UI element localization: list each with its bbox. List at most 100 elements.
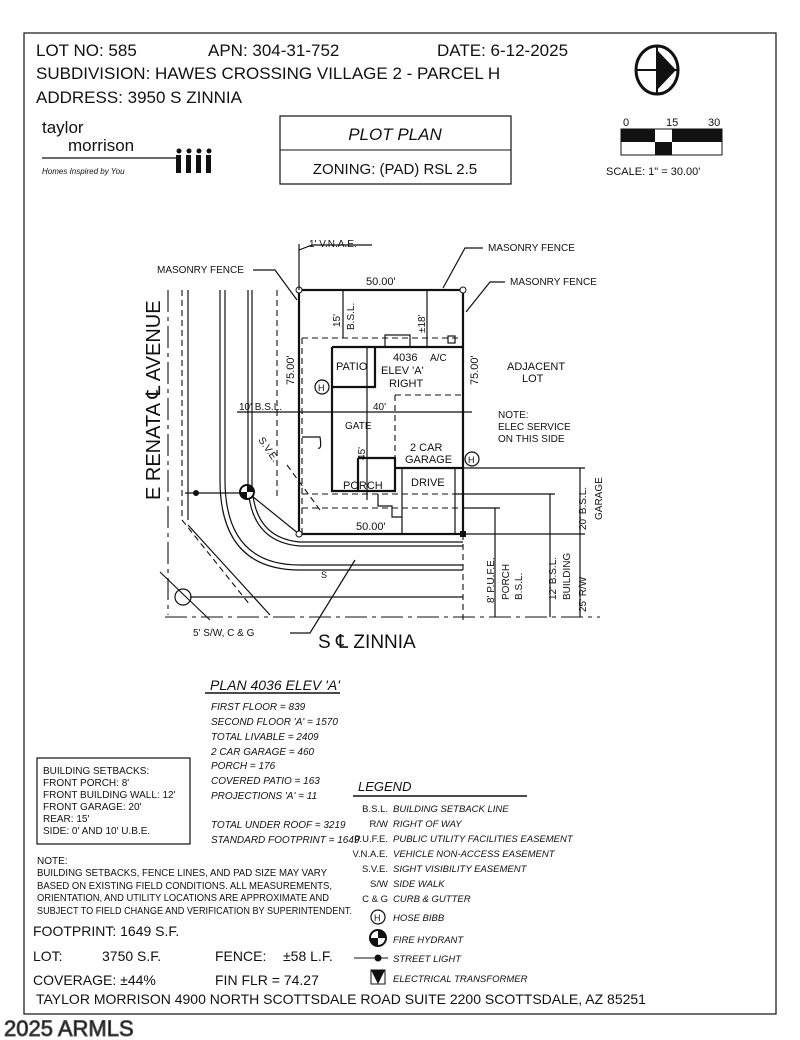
svg-text:FENCE:: FENCE: <box>215 948 266 964</box>
svg-text:BUILDING SETBACKS, FENCE LINES: BUILDING SETBACKS, FENCE LINES, AND PAD … <box>37 868 327 879</box>
scale-label: SCALE: 1" = 30.00' <box>606 166 700 178</box>
svg-text:LOT: LOT <box>522 373 544 385</box>
drive-label: DRIVE <box>411 477 445 489</box>
lot-number: LOT NO: 585 <box>36 41 137 60</box>
svg-text:BUILDING SETBACK LINE: BUILDING SETBACK LINE <box>393 804 509 815</box>
svg-text:FRONT GARAGE: 20': FRONT GARAGE: 20' <box>43 802 142 813</box>
svg-text:morrison: morrison <box>68 136 134 155</box>
svg-text:20' B.S.L.: 20' B.S.L. <box>578 487 589 530</box>
svg-text:GARAGE: GARAGE <box>405 454 452 466</box>
north-arrow-icon <box>634 44 680 96</box>
hose-bibb-icon <box>370 909 386 925</box>
taylor-morrison-logo: taylor morrison Homes Inspired by You <box>42 118 212 176</box>
svg-text:ELECTRICAL TRANSFORMER: ELECTRICAL TRANSFORMER <box>393 974 528 985</box>
svg-text:PROJECTIONS 'A' = 11: PROJECTIONS 'A' = 11 <box>211 791 317 802</box>
footprint-stat: FOOTPRINT: 1649 S.F. <box>33 923 179 939</box>
zoning: ZONING: (PAD) RSL 2.5 <box>313 161 477 178</box>
svg-text:12' B.S.L.: 12' B.S.L. <box>548 557 559 600</box>
lot-width-bottom: 50.00' <box>356 521 386 533</box>
hose-bibb-icon <box>464 451 480 467</box>
sidewalk-label: 5' S/W, C & G <box>193 628 255 639</box>
svg-text:TOTAL LIVABLE = 2409: TOTAL LIVABLE = 2409 <box>211 732 319 743</box>
svg-text:A/C: A/C <box>430 353 447 364</box>
svg-text:V.N.A.E.: V.N.A.E. <box>352 849 388 860</box>
legend-title: LEGEND <box>358 779 411 794</box>
svg-text:8' P.U.F.E.: 8' P.U.F.E. <box>486 557 497 603</box>
apn: APN: 304-31-752 <box>208 41 339 60</box>
svg-text:GARAGE: GARAGE <box>594 477 605 520</box>
svg-text:15: 15 <box>666 117 678 129</box>
svg-text:FRONT BUILDING WALL: 12': FRONT BUILDING WALL: 12' <box>43 790 176 801</box>
lot-area: 3750 S.F. <box>102 948 161 964</box>
coverage: COVERAGE: ±44% <box>33 972 156 988</box>
setbacks-box <box>36 757 191 845</box>
svg-text:4036: 4036 <box>393 352 417 364</box>
hose-bibb-icon <box>314 379 330 395</box>
svg-text:CURB & GUTTER: CURB & GUTTER <box>393 894 471 905</box>
svg-text:0: 0 <box>623 117 629 129</box>
street-light-pole-icon <box>174 588 192 606</box>
svg-text:H: H <box>468 455 475 465</box>
svg-text:B.S.L.: B.S.L. <box>514 573 525 600</box>
svg-text:25' R/W: 25' R/W <box>578 576 589 612</box>
svg-text:S.V.E.: S.V.E. <box>362 864 388 875</box>
svg-text:SUBJECT TO FIELD CHANGE AND VE: SUBJECT TO FIELD CHANGE AND VERIFICATION… <box>37 906 352 917</box>
date: DATE: 6-12-2025 <box>437 41 568 60</box>
rear-dimension: ±18' <box>417 314 428 333</box>
masonry-fence-top-label: MASONRY FENCE <box>488 243 575 254</box>
plan-areas-list: FIRST FLOOR = 839 SECOND FLOOR 'A' = 157… <box>210 702 360 846</box>
svg-text:COVERED PATIO = 163: COVERED PATIO = 163 <box>211 776 320 787</box>
svg-text:R/W: R/W <box>370 819 389 830</box>
plot-plan-title: PLOT PLAN <box>348 125 442 144</box>
plan-areas-title: PLAN 4036 ELEV 'A' <box>210 677 341 693</box>
page-border <box>23 32 777 1015</box>
svg-text:SECOND FLOOR 'A' = 1570: SECOND FLOOR 'A' = 1570 <box>211 717 338 728</box>
street-light-icon <box>193 490 199 496</box>
lot-depth-right: 75.00' <box>469 355 481 385</box>
setbacks-list: BUILDING SETBACKS:FRONT PORCH: 8' FRONT … <box>43 766 176 837</box>
svg-text:FRONT PORCH: 8': FRONT PORCH: 8' <box>43 778 129 789</box>
svg-text:S/W: S/W <box>370 879 388 890</box>
svg-text:H: H <box>374 913 381 923</box>
svg-text:FIRE HYDRANT: FIRE HYDRANT <box>393 935 464 946</box>
gate-label: GATE <box>345 421 372 432</box>
lot-depth-left: 75.00' <box>285 355 297 385</box>
patio-label: PATIO <box>336 361 368 373</box>
scale-bar: 0 15 30 SCALE: 1" = 30.00' <box>606 117 723 178</box>
svg-text:FIRST FLOOR = 839: FIRST FLOOR = 839 <box>211 702 306 713</box>
svg-text:TOTAL UNDER ROOF = 3219: TOTAL UNDER ROOF = 3219 <box>211 820 346 831</box>
porch-label: PORCH <box>343 480 383 492</box>
svg-text:NOTE:: NOTE: <box>37 856 68 867</box>
fence-length: ±58 L.F. <box>283 948 333 964</box>
svg-text:SIDE WALK: SIDE WALK <box>393 879 445 890</box>
renata-avenue-label: E RENATA ℄ AVENUE <box>143 300 165 500</box>
zinnia-label: S ℄ ZINNIA <box>318 632 416 653</box>
svg-text:PUBLIC UTILITY FACILITIES EASE: PUBLIC UTILITY FACILITIES EASEMENT <box>393 834 574 845</box>
svg-text:30: 30 <box>708 117 720 129</box>
svg-text:taylor: taylor <box>42 118 84 137</box>
svg-text:SIGHT VISIBILITY EASEMENT: SIGHT VISIBILITY EASEMENT <box>393 864 528 875</box>
people-icon <box>176 148 212 173</box>
svg-text:ELEC SERVICE: ELEC SERVICE <box>498 422 571 433</box>
sve-label: S.V.E. <box>256 435 281 464</box>
svg-text:ON THIS SIDE: ON THIS SIDE <box>498 434 565 445</box>
svg-text:NOTE:: NOTE: <box>498 410 529 421</box>
svg-text:STANDARD FOOTPRINT = 1649: STANDARD FOOTPRINT = 1649 <box>211 835 360 846</box>
svg-text:HOSE BIBB: HOSE BIBB <box>393 913 445 924</box>
general-note: NOTE: BUILDING SETBACKS, FENCE LINES, AN… <box>37 856 352 917</box>
svg-text:Homes Inspired by You: Homes Inspired by You <box>42 167 125 176</box>
svg-text:BUILDING SETBACKS:: BUILDING SETBACKS: <box>43 766 149 777</box>
watermark: 2025 ARMLS <box>4 1016 134 1040</box>
svg-text:S: S <box>321 570 327 580</box>
svg-text:C & G: C & G <box>362 894 388 905</box>
house-depth: 45' <box>357 447 368 460</box>
svg-text:P.U.F.E.: P.U.F.E. <box>354 834 388 845</box>
svg-text:B.S.L.: B.S.L. <box>362 804 388 815</box>
masonry-fence-right-label: MASONRY FENCE <box>510 277 597 288</box>
svg-text:ADJACENT: ADJACENT <box>507 361 565 373</box>
side-bsl-label: 10' B.S.L. <box>239 402 282 413</box>
svg-text:ELEV 'A': ELEV 'A' <box>381 365 424 377</box>
